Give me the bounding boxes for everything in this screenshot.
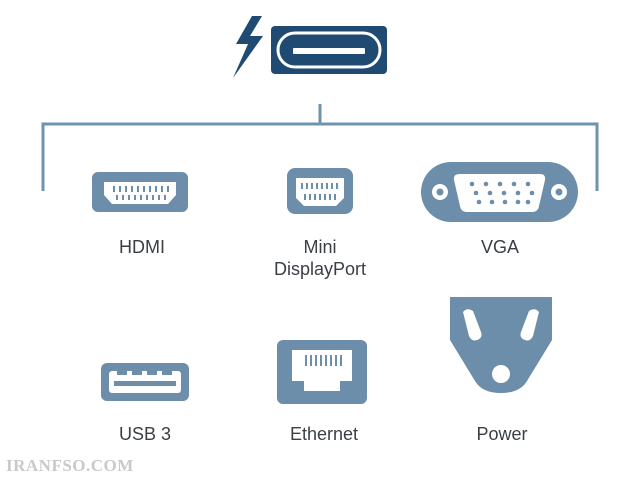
usb-c-port-icon xyxy=(271,26,387,74)
power-label: Power xyxy=(476,424,528,444)
mini-displayport-label-line1: Mini xyxy=(303,237,337,257)
hdmi-connector-icon xyxy=(92,172,188,212)
vga-label: VGA xyxy=(480,237,519,257)
vga-connector-icon xyxy=(421,162,578,222)
mini-displayport-label-line2: DisplayPort xyxy=(273,259,367,279)
hdmi-label: HDMI xyxy=(119,237,165,257)
power-outlet-icon xyxy=(450,297,552,393)
ethernet-connector-icon xyxy=(277,340,367,404)
thunderbolt-bolt-icon xyxy=(233,16,263,78)
usb3-label: USB 3 xyxy=(118,424,172,444)
connection-lines xyxy=(41,104,599,191)
usb3-connector-icon xyxy=(101,363,189,401)
mini-displayport-connector-icon xyxy=(287,168,353,214)
watermark-text: IRANFSO.COM xyxy=(6,456,134,475)
ethernet-label: Ethernet xyxy=(289,424,359,444)
